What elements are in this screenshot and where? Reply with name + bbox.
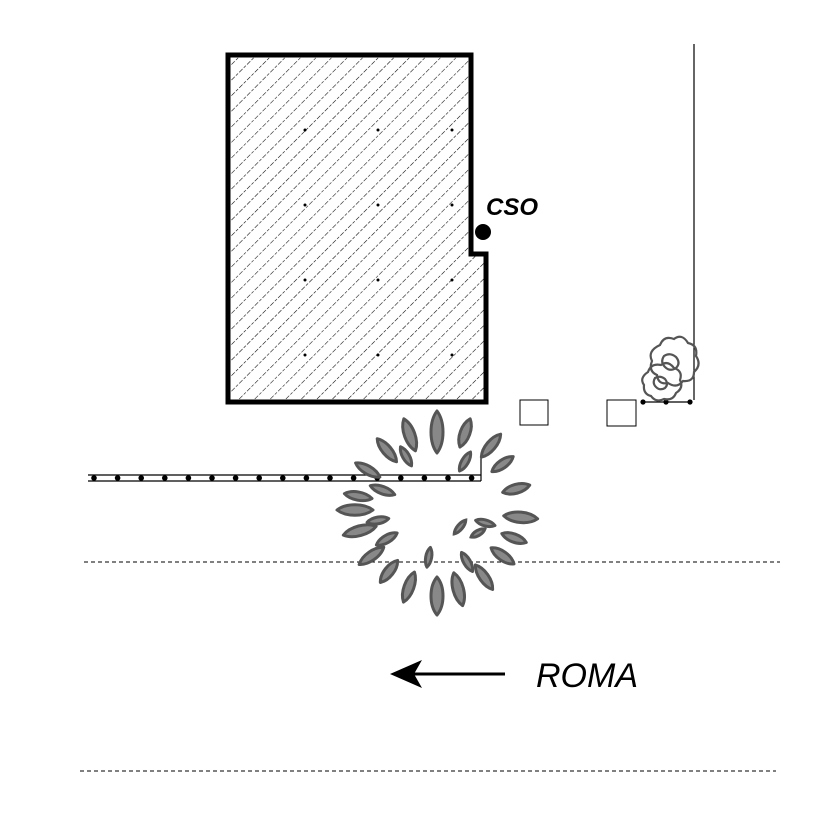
tree-leaf: [457, 450, 473, 473]
tree-leaf: [365, 515, 391, 526]
fence-post: [350, 475, 357, 481]
fence-line: [88, 458, 482, 482]
arrow-head: [390, 660, 422, 688]
fence-post-dots: [91, 475, 475, 481]
fence-post: [91, 475, 97, 481]
tree-leaf: [357, 545, 386, 566]
tree-leaf: [457, 417, 473, 449]
tree-leaf: [429, 575, 445, 617]
tree-leaf: [401, 417, 419, 453]
tree-leaf: [429, 409, 445, 455]
tree-leaf: [401, 570, 417, 604]
utility-box-left: [519, 399, 549, 426]
tree-leaf: [474, 517, 497, 529]
right-boundary: [640, 44, 695, 405]
building-interior-dots: [303, 128, 454, 357]
fence-post: [209, 475, 215, 481]
tree-leaf: [501, 482, 532, 496]
tree-leaf: [469, 527, 487, 539]
tree-leaf: [423, 545, 434, 569]
tree-leaf: [479, 432, 503, 459]
fence-post: [280, 475, 286, 481]
tree-leaf: [398, 445, 414, 468]
shrub-icon: [641, 335, 700, 402]
tree-leaf: [502, 510, 540, 525]
tree-leaf: [450, 571, 466, 608]
tree-leaf: [374, 531, 399, 547]
fence-post: [421, 475, 428, 481]
utility-box-right: [606, 399, 637, 427]
fence-post: [327, 475, 333, 481]
tree-leaf: [341, 523, 378, 539]
tree-leaf: [375, 437, 399, 464]
building: [225, 52, 489, 405]
fence-post: [398, 475, 404, 481]
tree-leaf: [354, 461, 382, 479]
tree-leaf: [500, 531, 528, 545]
fence-post: [256, 475, 263, 481]
fence-post: [185, 475, 192, 481]
fence-post: [445, 475, 451, 481]
fence-post: [162, 475, 168, 481]
fence-post: [138, 475, 144, 481]
cso-marker: [475, 224, 491, 240]
roma-label: ROMA: [536, 657, 638, 695]
tree-leaf: [473, 563, 495, 591]
building-footprint: [225, 52, 489, 405]
tree-leaf: [342, 490, 374, 503]
tree-leaf: [489, 546, 516, 566]
tree-leaf: [459, 550, 475, 573]
fence-post: [114, 475, 121, 481]
tree-leaf: [452, 518, 468, 536]
tree-leaf: [368, 483, 397, 497]
direction-indicator: [390, 660, 505, 688]
fence-post: [468, 475, 475, 481]
tree-icon: [335, 409, 540, 617]
fence-post: [303, 475, 310, 481]
fence-post: [232, 475, 239, 481]
tree-leaf: [490, 455, 515, 474]
tree-leaf: [378, 558, 400, 584]
cso-label: CSO: [486, 194, 538, 221]
tree-leaf: [335, 503, 375, 517]
